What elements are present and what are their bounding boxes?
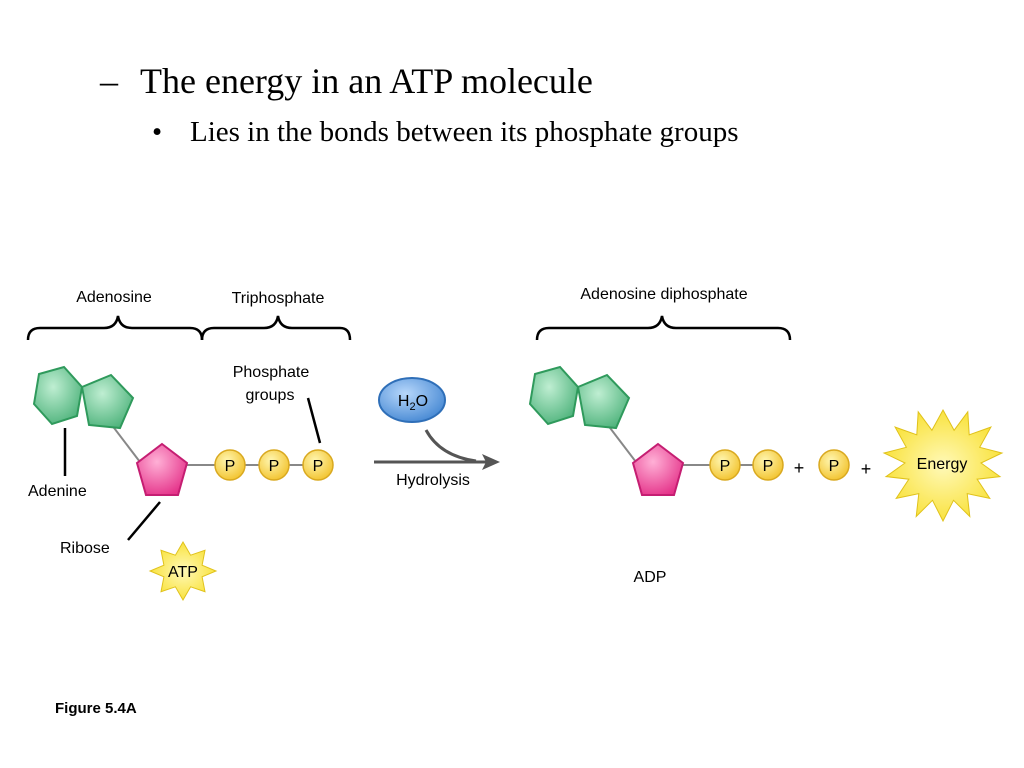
atp-phosphate-2 bbox=[258, 449, 290, 481]
adenosine-brace bbox=[26, 315, 204, 341]
water-o: O bbox=[416, 393, 428, 410]
adp-phosphate-1 bbox=[709, 449, 741, 481]
bullet-main-text: The energy in an ATP molecule bbox=[140, 61, 593, 101]
adp-title: Adenosine diphosphate bbox=[580, 286, 747, 303]
plus-sign-2: + bbox=[861, 459, 872, 479]
adp-adenine-pentagon bbox=[576, 373, 631, 430]
adenine-label: Adenine bbox=[28, 483, 87, 500]
adp-label: ADP bbox=[634, 569, 667, 586]
water-h: H bbox=[398, 393, 410, 410]
adp-ribose-pentagon bbox=[631, 442, 685, 496]
water-input-arrow-curve bbox=[424, 429, 477, 463]
adp-phosphate-2-label: P bbox=[763, 458, 774, 475]
atp-phosphate-1-label: P bbox=[225, 458, 236, 475]
energy-burst bbox=[882, 408, 1004, 523]
triphosphate-label: Triphosphate bbox=[232, 290, 325, 307]
adenine-hexagon bbox=[32, 365, 84, 426]
atp-label: ATP bbox=[168, 564, 198, 581]
hydrolysis-arrowhead bbox=[482, 454, 500, 470]
water-subscript: 2 bbox=[409, 401, 415, 413]
free-phosphate bbox=[818, 449, 850, 481]
triphosphate-brace bbox=[200, 315, 352, 341]
bullet-sub: • Lies in the bonds between its phosphate… bbox=[152, 116, 739, 149]
free-phosphate-label: P bbox=[829, 458, 840, 475]
hydrolysis-label: Hydrolysis bbox=[396, 472, 470, 489]
bullet-main: –The energy in an ATP molecule bbox=[100, 60, 593, 102]
adp-brace bbox=[535, 315, 792, 341]
atp-burst bbox=[148, 540, 218, 602]
figure-caption: Figure 5.4A bbox=[55, 700, 137, 717]
energy-label: Energy bbox=[917, 456, 968, 473]
atp-phosphate-2-label: P bbox=[269, 458, 280, 475]
ribose-pointer bbox=[127, 501, 161, 541]
bullet-sub-text: Lies in the bonds between its phosphate … bbox=[190, 116, 739, 148]
adenine-pentagon bbox=[80, 373, 135, 430]
adp-phosphate-2 bbox=[752, 449, 784, 481]
bullet-dot: • bbox=[152, 116, 163, 148]
phosphate-groups-pointer bbox=[306, 397, 322, 444]
water-label: H2O bbox=[398, 393, 428, 413]
plus-sign-1: + bbox=[794, 458, 805, 478]
atp-phosphate-1 bbox=[214, 449, 246, 481]
atp-phosphate-3-label: P bbox=[313, 458, 324, 475]
atp-phosphate-3 bbox=[302, 449, 334, 481]
adp-phosphate-1-label: P bbox=[720, 458, 731, 475]
adenosine-label: Adenosine bbox=[76, 289, 152, 306]
ribose-label: Ribose bbox=[60, 540, 110, 557]
ribose-pentagon bbox=[135, 442, 189, 496]
water-molecule bbox=[378, 377, 446, 423]
bullet-dash: – bbox=[100, 61, 118, 101]
phosphate-groups-label-line1: Phosphate bbox=[233, 364, 310, 381]
phosphate-groups-label-line2: groups bbox=[246, 387, 295, 404]
adp-adenine-hexagon bbox=[528, 365, 580, 426]
